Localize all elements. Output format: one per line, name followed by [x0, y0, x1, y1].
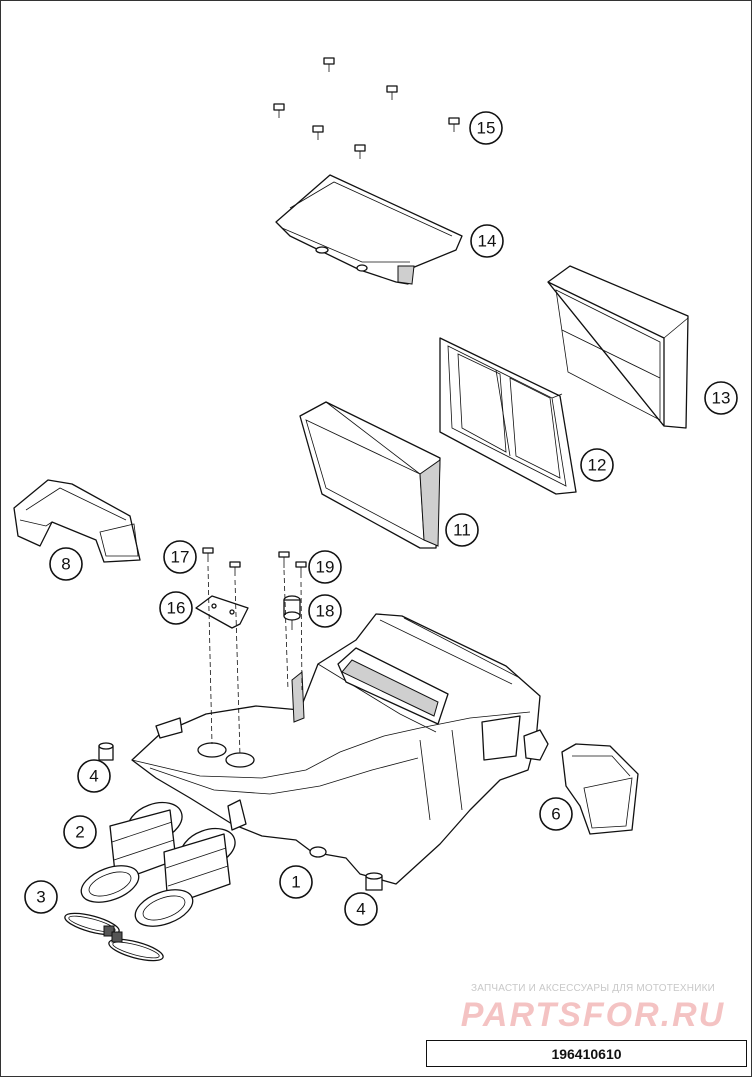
part-intake-duct-6 — [561, 743, 639, 835]
callout-12: 12 — [580, 448, 614, 482]
svg-text:11: 11 — [453, 521, 471, 540]
part-filter-frame-11 — [299, 401, 441, 549]
svg-text:14: 14 — [478, 232, 497, 251]
svg-text:1: 1 — [291, 873, 300, 892]
callout-11: 11 — [445, 513, 479, 547]
part-sleeve-18 — [283, 595, 301, 630]
svg-text:19: 19 — [316, 558, 335, 577]
part-clamps-3 — [64, 912, 164, 962]
part-cover-14 — [275, 174, 463, 285]
callout-19: 19 — [308, 550, 342, 584]
part-airbox-1 — [131, 613, 549, 885]
part-screws-15 — [273, 57, 460, 159]
svg-text:4: 4 — [89, 767, 98, 786]
part-plate-16 — [195, 595, 249, 629]
part-intake-boots-2 — [80, 801, 236, 927]
callout-4b: 4 — [344, 892, 378, 926]
part-bushing-4b — [365, 872, 383, 891]
svg-text:16: 16 — [167, 599, 186, 618]
assembly-guide-lines — [207, 565, 303, 757]
svg-text:3: 3 — [36, 888, 45, 907]
svg-text:12: 12 — [588, 456, 607, 475]
svg-text:8: 8 — [61, 555, 70, 574]
callout-8: 8 — [49, 547, 83, 581]
svg-text:2: 2 — [75, 823, 84, 842]
svg-text:15: 15 — [477, 119, 496, 138]
callout-3: 3 — [24, 880, 58, 914]
callout-14: 14 — [470, 224, 504, 258]
diagram-id: 196410610 — [551, 1045, 622, 1062]
callout-18: 18 — [308, 594, 342, 628]
part-bushing-4a — [98, 742, 114, 761]
part-filter-cage-12 — [439, 337, 577, 495]
callout-15: 15 — [469, 111, 503, 145]
callout-4a: 4 — [77, 759, 111, 793]
part-screws-17 — [202, 547, 241, 576]
part-air-filter-13 — [547, 265, 689, 429]
watermark-tagline: ЗАПЧАСТИ И АКСЕССУАРЫ ДЛЯ МОТОТЕХНИКИ — [470, 983, 716, 994]
part-screws-19 — [278, 551, 307, 578]
callout-16: 16 — [159, 591, 193, 625]
svg-text:6: 6 — [551, 805, 560, 824]
callout-1: 1 — [279, 865, 313, 899]
svg-text:17: 17 — [171, 548, 190, 567]
diagram-id-box: 196410610 — [426, 1040, 747, 1067]
callout-13: 13 — [704, 381, 738, 415]
callout-6: 6 — [539, 797, 573, 831]
svg-text:13: 13 — [712, 389, 731, 408]
callout-17: 17 — [163, 540, 197, 574]
part-intake-duct-8 — [13, 479, 141, 563]
svg-text:4: 4 — [356, 900, 365, 919]
watermark-logo: PARTSFOR.RU — [460, 996, 726, 1034]
callout-2: 2 — [63, 815, 97, 849]
svg-text:18: 18 — [316, 602, 335, 621]
